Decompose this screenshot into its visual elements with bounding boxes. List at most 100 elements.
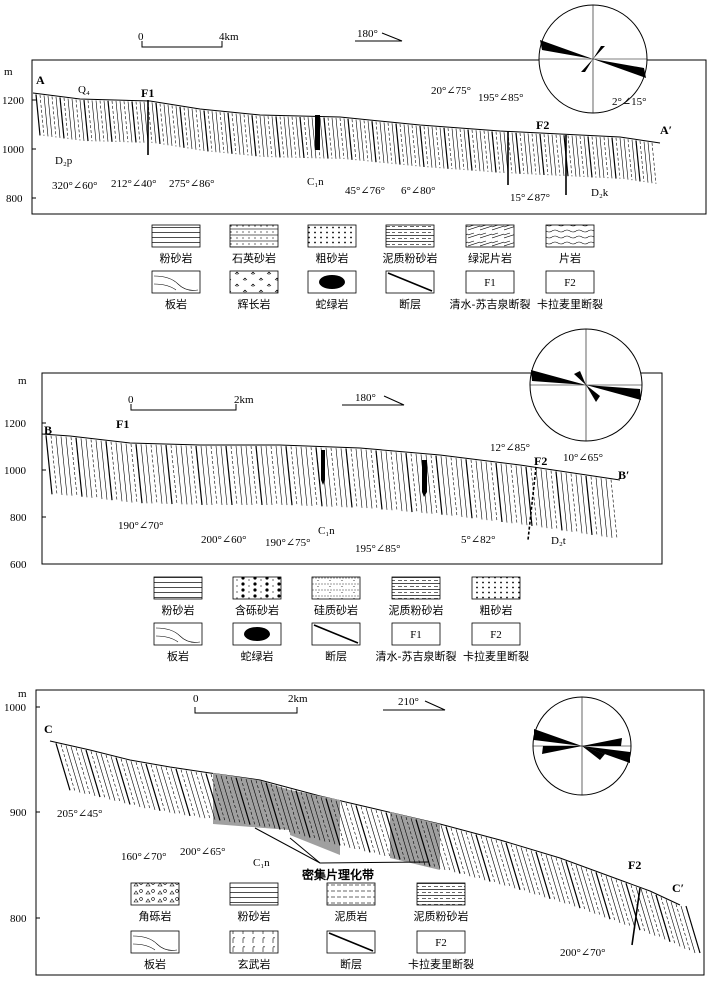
bedding-line	[39, 94, 45, 136]
bedding-line	[159, 103, 165, 145]
section-c-fault-f2-label: F2	[628, 858, 641, 872]
legend-swatch-chlorite-schist	[465, 224, 515, 248]
bedding-line	[640, 888, 656, 936]
section-a-label-q4: Q₄	[78, 84, 90, 96]
bedding-line	[559, 134, 565, 177]
bedding-line	[370, 808, 386, 856]
bedding-line	[485, 461, 493, 521]
section-c-orientation-arrow: 210°	[383, 696, 446, 711]
legend-item: 硅质砂岩	[311, 576, 361, 617]
bedding-line	[555, 471, 563, 531]
legend-item: F2 卡拉麦里断裂	[463, 622, 529, 663]
bedding-line	[470, 459, 478, 519]
bedding-line	[327, 117, 333, 159]
bedding-line	[80, 748, 96, 797]
bedding-line	[99, 100, 105, 142]
bedding-line	[225, 445, 233, 506]
bedding-line	[245, 778, 261, 827]
bedding-line	[145, 444, 153, 504]
bedding-line	[59, 97, 65, 139]
bedding-line	[211, 111, 217, 153]
bedding-line	[527, 133, 533, 175]
bedding-line	[330, 447, 338, 507]
bedding-line	[345, 448, 353, 508]
bedding-line	[595, 477, 603, 537]
bedding-line	[220, 445, 228, 506]
bedding-line	[425, 821, 441, 869]
bedding-line	[565, 472, 573, 532]
section-c-unit: m	[18, 688, 27, 700]
section-a-ophiolite-body	[315, 115, 320, 150]
legend-swatch-argillaceous-siltstone	[385, 224, 435, 248]
bedding-line	[619, 137, 625, 180]
bedding-line	[675, 904, 691, 952]
bedding-line	[495, 462, 503, 523]
bedding-line	[470, 833, 486, 881]
bedding-line	[535, 468, 543, 528]
legend-item: 蛇绿岩	[307, 270, 357, 311]
section-a-legend: 粉砂岩 石英砂岩 粗砂岩 泥质粉砂岩 绿泥片岩 片岩 板岩 辉	[151, 224, 603, 311]
bedding-line	[245, 445, 253, 506]
bedding-line	[345, 802, 361, 851]
section-b-label-c1n: C₁n	[318, 525, 335, 537]
legend-item: 粉砂岩	[229, 882, 279, 923]
legend-label: 粗砂岩	[316, 251, 349, 265]
bedding-line	[260, 781, 276, 829]
bedding-line	[203, 110, 209, 152]
section-b-attitude: 200°∠60°	[201, 534, 247, 546]
bedding-line	[475, 834, 491, 882]
bedding-line	[107, 100, 113, 142]
bedding-line	[125, 759, 141, 808]
bedding-line	[383, 122, 389, 164]
bedding-line	[260, 445, 268, 506]
bedding-line	[103, 100, 109, 142]
bedding-line	[603, 137, 609, 179]
bedding-line	[205, 773, 221, 821]
bedding-line	[575, 135, 581, 177]
bedding-line	[435, 455, 443, 515]
bedding-line	[95, 100, 101, 142]
bedding-line	[319, 117, 325, 159]
legend-item: 角砾岩	[130, 882, 180, 923]
bedding-line	[110, 441, 118, 501]
bedding-line	[290, 446, 298, 506]
bedding-line	[145, 763, 161, 811]
section-a-fault-f2-label: F2	[536, 118, 549, 132]
section-b-attitude: 10°∠65°	[563, 452, 603, 464]
bedding-line	[391, 123, 397, 165]
bedding-line	[185, 770, 201, 818]
section-a-label-c1n: C₁n	[307, 176, 324, 188]
bedding-line	[505, 842, 521, 890]
legend-swatch-gravel-sandstone	[232, 576, 282, 600]
bedding-line	[75, 747, 91, 795]
section-a-orientation: 180°	[357, 28, 378, 40]
bedding-line	[175, 106, 181, 148]
legend-label: 含砾砂岩	[235, 603, 279, 617]
section-a-ytick-1000: 1000	[2, 144, 25, 156]
section-c-strata	[55, 743, 701, 954]
bedding-line	[71, 98, 77, 141]
bedding-line	[125, 443, 133, 503]
bedding-line	[205, 445, 213, 506]
bedding-line	[560, 859, 576, 907]
bedding-line	[680, 905, 696, 954]
section-a-attitude: 275°∠86°	[169, 178, 215, 190]
bedding-line	[100, 753, 116, 801]
bedding-line	[315, 795, 331, 844]
bedding-line	[550, 856, 566, 904]
bedding-line	[351, 119, 357, 161]
bedding-line	[51, 96, 57, 138]
section-b-fault-f1-label: F1	[116, 417, 129, 431]
legend-swatch-mudstone	[326, 882, 376, 906]
bedding-line	[199, 109, 205, 152]
bedding-line	[540, 853, 556, 901]
bedding-line	[355, 448, 363, 508]
bedding-line	[375, 809, 391, 858]
bedding-line	[515, 465, 523, 525]
bedding-line	[395, 123, 401, 165]
bedding-line	[275, 785, 291, 833]
bedding-line	[223, 112, 229, 154]
bedding-line	[190, 771, 206, 819]
bedding-line	[179, 106, 185, 148]
bedding-line	[390, 451, 398, 511]
